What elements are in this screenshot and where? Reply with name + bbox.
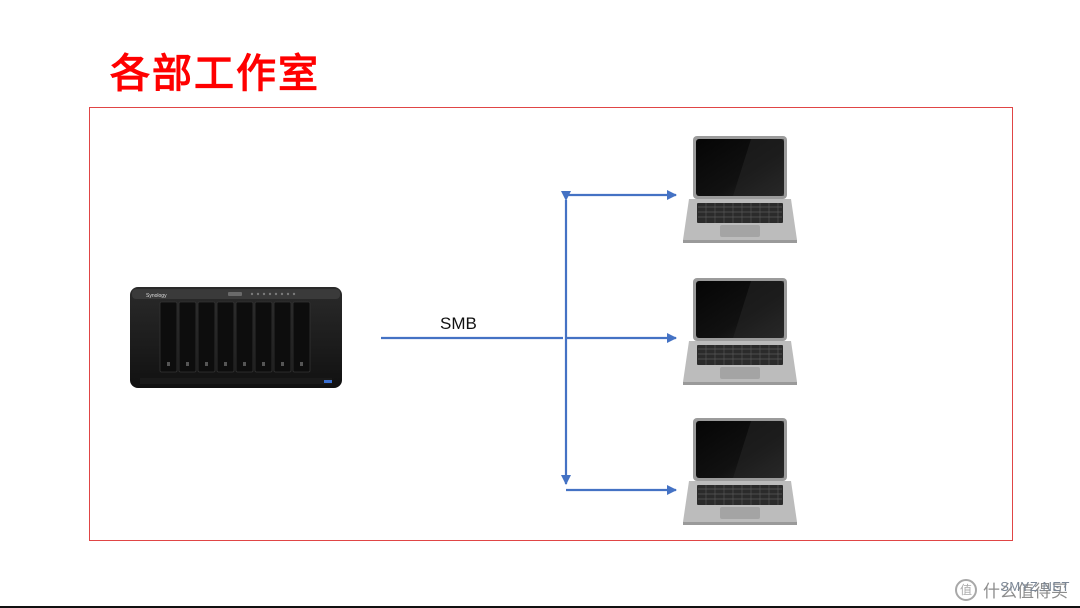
- bottom-rule: [0, 606, 1080, 608]
- laptop-3: [682, 417, 798, 526]
- connector-lines: [381, 190, 677, 495]
- diagram-frame: [89, 107, 1013, 541]
- connection-label: SMB: [440, 314, 477, 333]
- watermark: 值 什么值得买: [955, 577, 1068, 602]
- watermark-logo-icon: 值: [955, 578, 977, 601]
- nas-brand-logo: Synology: [146, 293, 167, 299]
- slide-title: 各部工作室: [110, 51, 320, 97]
- laptop-1: [682, 135, 798, 244]
- watermark-text: 什么值得买: [983, 582, 1068, 601]
- laptop-2: [682, 277, 798, 386]
- nas-device: Synology: [130, 287, 342, 388]
- watermark-sub: SMYZ.NET: [1000, 579, 1070, 594]
- nas-bays: [159, 301, 311, 373]
